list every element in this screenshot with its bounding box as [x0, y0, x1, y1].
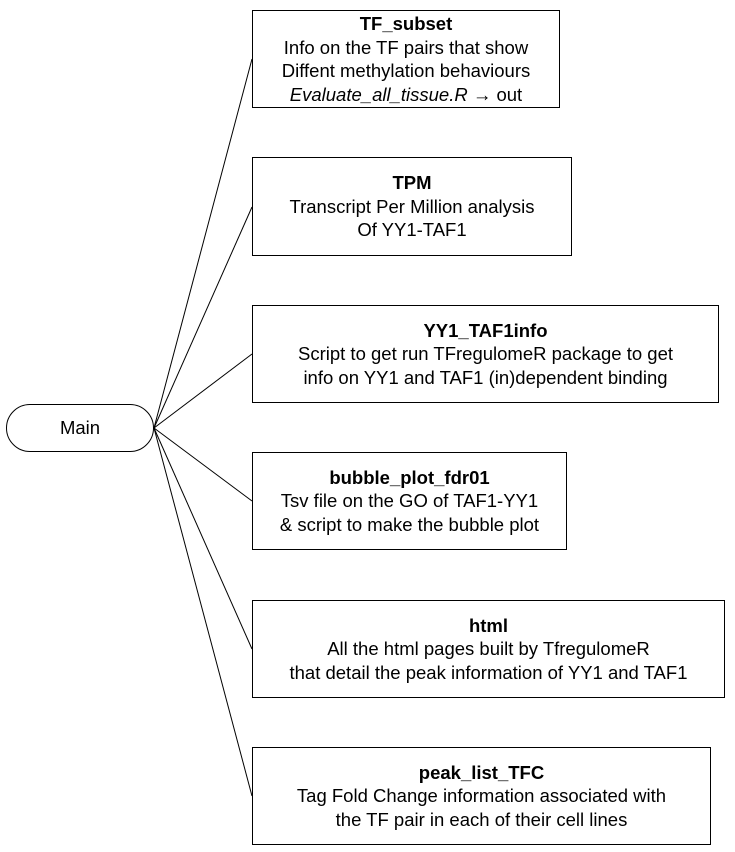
connector-yy1-taf1info — [153, 353, 253, 429]
script-suffix: → out — [467, 83, 523, 105]
connector-tf-subset — [153, 58, 253, 429]
node-line: Evaluate_all_tissue.R → out — [290, 83, 522, 107]
node-line: Transcript Per Million analysis — [289, 195, 535, 217]
script-name: Evaluate_all_tissue.R — [289, 83, 468, 105]
node-line: that detail the peak information of YY1 … — [289, 661, 688, 683]
node-bubble-plot-fdr01[interactable]: bubble_plot_fdr01 Tsv file on the GO of … — [252, 452, 567, 550]
node-line: Script to get run TFregulomeR package to… — [298, 343, 673, 365]
connector-peak-list — [153, 427, 253, 797]
node-title: YY1_TAF1info — [423, 319, 548, 341]
connector-bubble-plot — [153, 427, 253, 502]
node-line: the TF pair in each of their cell lines — [335, 808, 628, 830]
node-title: html — [468, 614, 509, 636]
connector-html — [153, 427, 253, 650]
node-line: & script to make the bubble plot — [279, 513, 540, 535]
node-line: Tsv file on the GO of TAF1-YY1 — [280, 490, 539, 512]
node-title: bubble_plot_fdr01 — [329, 466, 490, 488]
node-peak-list-tfc[interactable]: peak_list_TFC Tag Fold Change informatio… — [252, 747, 711, 845]
node-line: Info on the TF pairs that show — [283, 36, 529, 58]
node-line: Tag Fold Change information associated w… — [296, 785, 667, 807]
root-label: Main — [59, 417, 101, 438]
node-title: TF_subset — [359, 13, 453, 34]
node-line: Diffent methylation behaviours — [281, 60, 531, 81]
node-html[interactable]: html All the html pages built by Tfregul… — [252, 600, 725, 698]
root-node-main[interactable]: Main — [6, 404, 154, 452]
node-line: All the html pages built by TfregulomeR — [327, 638, 650, 660]
node-line: info on YY1 and TAF1 (in)dependent bindi… — [303, 366, 668, 388]
node-line: Of YY1-TAF1 — [357, 219, 467, 241]
node-tf-subset[interactable]: TF_subset Info on the TF pairs that show… — [252, 10, 560, 108]
node-tpm[interactable]: TPM Transcript Per Million analysis Of Y… — [252, 157, 572, 256]
connector-tpm — [153, 206, 253, 429]
node-title: TPM — [392, 172, 432, 194]
node-yy1-taf1info[interactable]: YY1_TAF1info Script to get run TFregulom… — [252, 305, 719, 403]
node-title: peak_list_TFC — [418, 761, 545, 783]
